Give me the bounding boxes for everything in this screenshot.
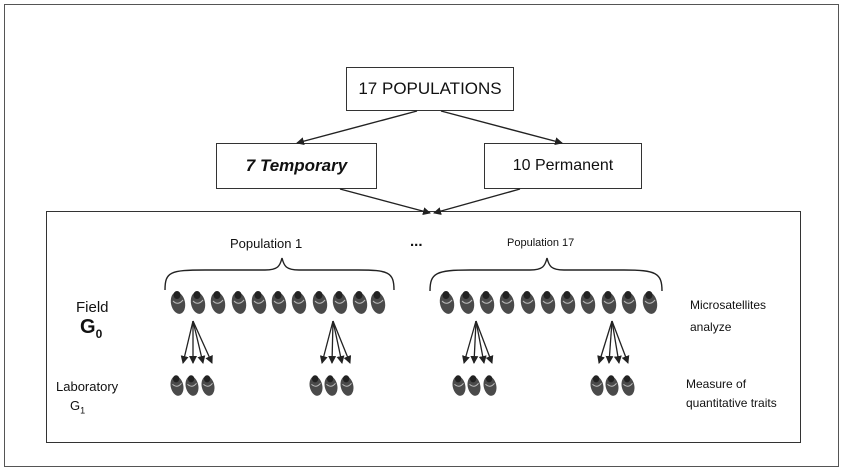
- generation-g0-label: G0: [80, 316, 102, 341]
- fan-arrow: [611, 320, 630, 364]
- g0-letter: G: [80, 316, 96, 338]
- arrow-to-temporary: [296, 110, 418, 146]
- fan-arrow: [328, 320, 337, 364]
- snail-field-pop17: [642, 291, 658, 314]
- arrow-temporary-to-panel: [339, 188, 431, 216]
- snail-field-pop17: [459, 291, 475, 314]
- snail-field-pop1: [170, 291, 186, 314]
- snail-field-pop1: [231, 291, 247, 314]
- fan-arrow: [597, 320, 613, 364]
- fan-arrow: [605, 320, 614, 364]
- snail-field-pop1: [352, 291, 368, 314]
- ellipsis-label: ...: [410, 233, 423, 250]
- measure-line-2: quantitative traits: [686, 396, 777, 410]
- g1-subscript: 1: [80, 405, 86, 416]
- fan-arrow: [332, 320, 352, 364]
- fan-arrow: [475, 320, 494, 364]
- arrow-to-permanent: [440, 110, 563, 146]
- snail-field-pop17: [499, 291, 515, 314]
- microsatellites-note: Microsatellites analyze: [690, 294, 766, 338]
- microsatellites-line-1: Microsatellites: [690, 298, 767, 312]
- snail-lab: [467, 375, 481, 396]
- measure-traits-note: Measure of quantitative traits: [686, 375, 777, 413]
- snail-lab: [324, 375, 338, 396]
- box-7-temporary-text: 7 Temporary: [245, 156, 348, 175]
- snail-lab: [452, 375, 466, 396]
- snail-field-pop1: [332, 291, 348, 314]
- snail-field-pop17: [580, 291, 596, 314]
- generation-g1-label: G1: [70, 398, 85, 416]
- snail-field-pop17: [439, 291, 455, 314]
- arrow-permanent-to-panel: [433, 188, 521, 215]
- snail-field-pop1: [190, 291, 206, 314]
- fan-arrow: [470, 320, 479, 364]
- brace-population-1: [164, 257, 395, 291]
- snail-field-pop1: [312, 291, 328, 314]
- snail-field-pop1: [210, 291, 226, 314]
- snail-lab: [605, 375, 619, 396]
- fan-arrow: [462, 320, 477, 364]
- snail-lab: [185, 375, 199, 396]
- box-17-populations: 17 POPULATIONS: [346, 67, 514, 111]
- fan-arrow: [475, 320, 487, 364]
- fan-arrow: [332, 320, 345, 364]
- snail-lab: [621, 375, 635, 396]
- snail-field-pop17: [621, 291, 637, 314]
- fan-arrow: [192, 320, 206, 364]
- snail-lab: [201, 375, 215, 396]
- snail-field-pop1: [251, 291, 267, 314]
- snail-field-pop1: [271, 291, 287, 314]
- snail-field-pop17: [540, 291, 556, 314]
- snail-lab: [309, 375, 323, 396]
- snail-lab: [590, 375, 604, 396]
- snail-field-pop17: [520, 291, 536, 314]
- population-17-label: Population 17: [507, 237, 575, 249]
- fan-arrow: [611, 320, 622, 364]
- box-7-temporary: 7 Temporary: [216, 143, 377, 189]
- box-10-permanent-text: 10 Permanent: [512, 157, 614, 174]
- sampling-panel: [46, 211, 801, 443]
- measure-line-1: Measure of: [686, 377, 747, 391]
- g0-subscript: 0: [95, 327, 103, 341]
- figure-frame: [4, 4, 839, 467]
- field-label: Field: [76, 299, 109, 316]
- snail-lab: [340, 375, 354, 396]
- snail-field-pop17: [601, 291, 617, 314]
- box-17-populations-text: 17 POPULATIONS: [358, 79, 502, 98]
- fan-arrow: [192, 320, 213, 364]
- brace-population-17: [429, 257, 663, 292]
- box-10-permanent: 10 Permanent: [484, 143, 642, 189]
- fan-arrow: [319, 320, 334, 364]
- fan-arrow: [180, 320, 194, 364]
- snail-field-pop17: [479, 291, 495, 314]
- snail-field-pop1: [291, 291, 307, 314]
- laboratory-label: Laboratory: [56, 379, 119, 394]
- g1-letter: G: [70, 398, 81, 413]
- population-1-label: Population 1: [230, 236, 303, 251]
- snail-lab: [483, 375, 497, 396]
- snail-field-pop1: [370, 291, 386, 314]
- microsatellites-line-2: analyze: [690, 320, 732, 334]
- snail-field-pop17: [560, 291, 576, 314]
- snail-lab: [170, 375, 184, 396]
